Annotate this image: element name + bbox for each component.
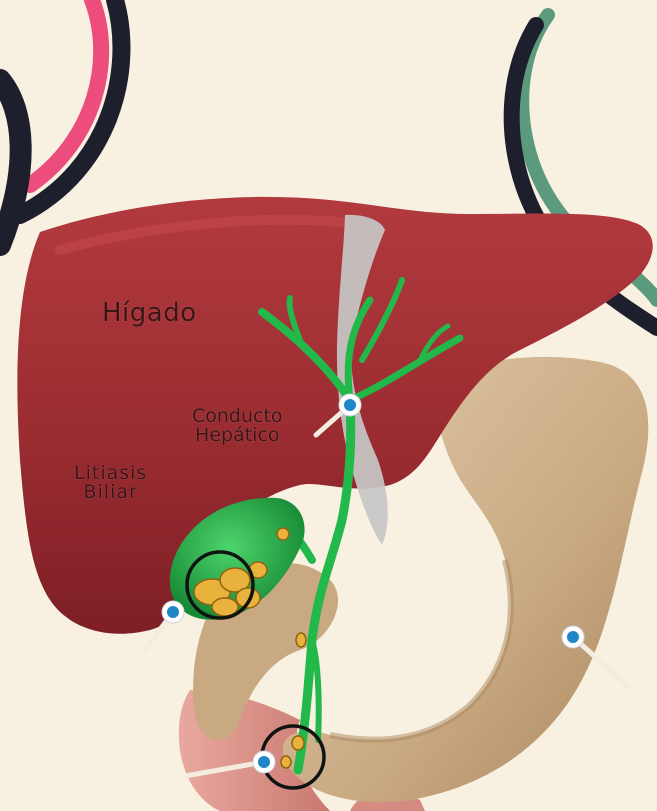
- liver-label: Hígado: [102, 300, 197, 326]
- hepatic-duct-label: Conducto Hepático: [192, 407, 283, 445]
- gallstones-label: Litiasis Biliar: [74, 464, 147, 502]
- hepatic-duct-label-line2: Hepático: [192, 426, 283, 445]
- gallstones-label-line2: Biliar: [74, 483, 147, 502]
- decor-top-left: [0, 0, 121, 245]
